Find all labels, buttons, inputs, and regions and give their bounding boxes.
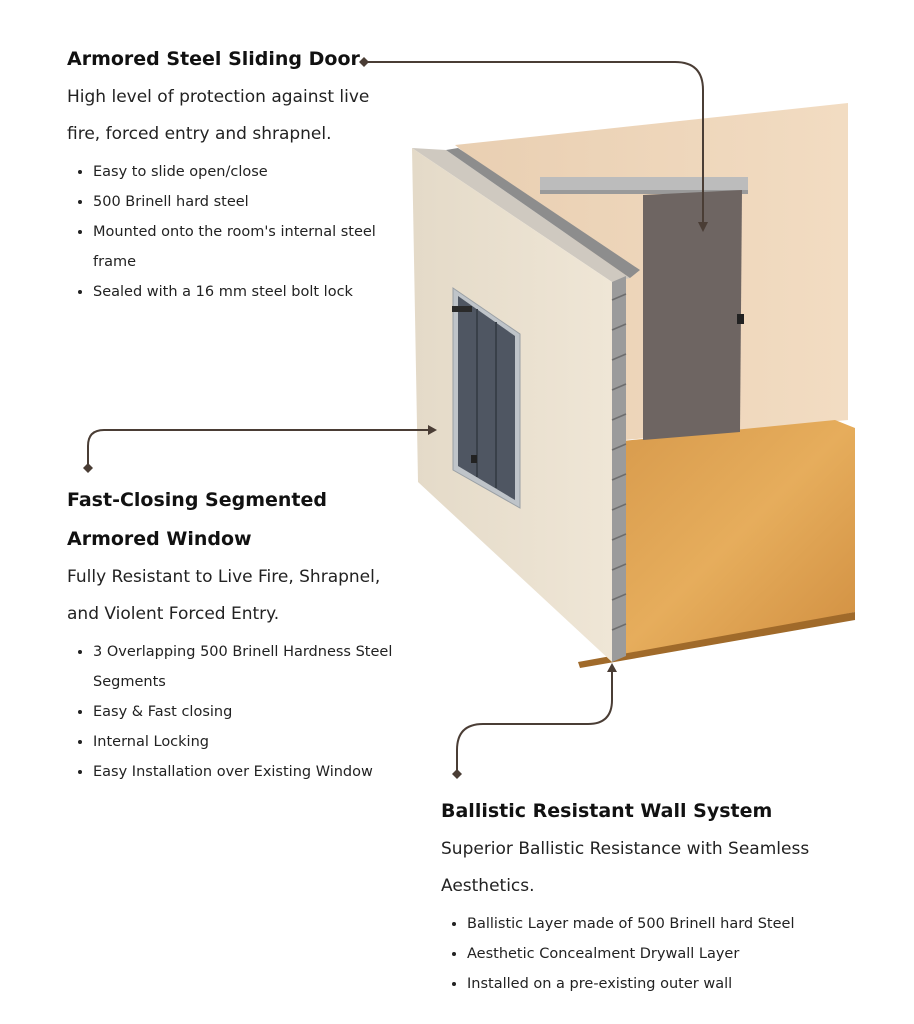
wall-callout-line bbox=[456, 670, 613, 774]
door-description: High level of protection against live fi… bbox=[67, 87, 370, 144]
window-feature: Fast-Closing Segmented Armored Window Fu… bbox=[67, 481, 397, 787]
window-callout-line bbox=[87, 429, 430, 468]
list-item: Aesthetic Concealment Drywall Layer bbox=[467, 939, 841, 969]
list-item: Easy Installation over Existing Window bbox=[93, 757, 397, 787]
wall-callout-diamond bbox=[452, 769, 462, 779]
door-callout-arrow bbox=[698, 222, 708, 232]
list-item: Easy & Fast closing bbox=[93, 697, 397, 727]
door-rail bbox=[540, 177, 748, 192]
window-title: Fast-Closing Segmented Armored Window bbox=[67, 489, 327, 550]
window-callout-arrow bbox=[428, 425, 437, 435]
list-item: 500 Brinell hard steel bbox=[93, 187, 387, 217]
wall-feature-list: Ballistic Layer made of 500 Brinell hard… bbox=[441, 909, 841, 999]
window-handle bbox=[452, 306, 472, 312]
door-callout-line bbox=[364, 61, 704, 225]
wall-title: Ballistic Resistant Wall System bbox=[441, 800, 773, 822]
window-lock bbox=[471, 455, 477, 463]
list-item: Mounted onto the room's internal steel f… bbox=[93, 217, 387, 277]
door-callout-diamond bbox=[359, 57, 369, 67]
floor-edge bbox=[578, 612, 855, 668]
door-feature: Armored Steel Sliding Door High level of… bbox=[67, 40, 387, 307]
window-description: Fully Resistant to Live Fire, Shrapnel, … bbox=[67, 567, 381, 624]
wall-section bbox=[612, 276, 626, 662]
list-item: Ballistic Layer made of 500 Brinell hard… bbox=[467, 909, 841, 939]
list-item: Internal Locking bbox=[93, 727, 397, 757]
wall-description: Superior Ballistic Resistance with Seaml… bbox=[441, 839, 810, 896]
wall-section-ribs bbox=[611, 293, 627, 631]
list-item: Sealed with a 16 mm steel bolt lock bbox=[93, 277, 387, 307]
door-title: Armored Steel Sliding Door bbox=[67, 48, 360, 70]
sliding-door bbox=[643, 190, 742, 440]
armored-window-segments bbox=[458, 296, 515, 500]
wall-top-edge bbox=[412, 148, 630, 282]
list-item: Easy to slide open/close bbox=[93, 157, 387, 187]
door-feature-list: Easy to slide open/close 500 Brinell har… bbox=[67, 157, 387, 307]
door-lock bbox=[737, 314, 744, 324]
window-callout-diamond bbox=[83, 463, 93, 473]
list-item: 3 Overlapping 500 Brinell Hardness Steel… bbox=[93, 637, 397, 697]
wall-feature: Ballistic Resistant Wall System Superior… bbox=[441, 792, 841, 999]
floor bbox=[612, 420, 855, 660]
list-item: Installed on a pre-existing outer wall bbox=[467, 969, 841, 999]
window-feature-list: 3 Overlapping 500 Brinell Hardness Steel… bbox=[67, 637, 397, 787]
wall-callout-arrow bbox=[607, 663, 617, 672]
